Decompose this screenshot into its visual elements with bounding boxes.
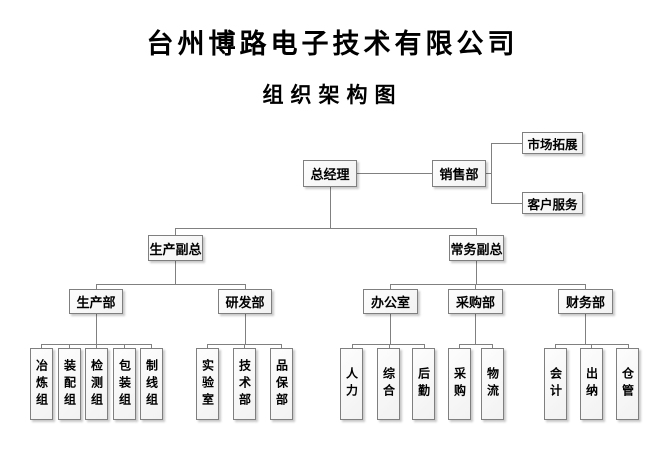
node-executive-vp: 常务副总 [449,235,504,261]
node-general-manager: 总经理 [303,160,357,187]
connector-line [585,284,586,289]
connector-line [245,284,246,289]
node-production-vp: 生产副总 [148,235,203,261]
connector-line [459,344,493,345]
connector-line [486,173,492,174]
connector-line [352,344,353,349]
node-sales-dept: 销售部 [432,160,486,187]
node-customer-service: 客户服务 [522,192,583,214]
connector-line [96,314,97,344]
connector-line [555,344,556,349]
connector-line [281,344,282,349]
node-procurement: 采购 [448,348,471,420]
chart-title: 台州博路电子技术有限公司 [146,29,519,59]
connector-line [459,344,460,349]
node-human-resources: 人力 [340,348,363,420]
connector-line [491,143,522,144]
connector-line [628,344,629,349]
connector-line [207,344,208,349]
node-logistics: 物流 [481,348,504,420]
node-quality-dept: 品保部 [270,348,293,420]
connector-line [476,261,477,284]
node-assembly-group: 装配组 [58,348,81,420]
node-packaging-group: 包装组 [113,348,136,420]
connector-line [352,344,425,345]
connector-line [245,314,246,344]
connector-line [151,344,152,349]
connector-line [555,344,629,345]
connector-line [424,344,425,349]
connector-line [175,261,176,284]
connector-line [175,228,477,229]
node-production-dept: 生产部 [69,289,123,314]
node-warehouse: 仓管 [616,348,639,420]
node-wiremaking-group: 制线组 [140,348,163,420]
node-purchasing-dept: 采购部 [448,289,503,314]
connector-line [475,284,476,289]
connector-line [475,314,476,344]
connector-line [175,228,176,235]
node-cashier: 出纳 [580,348,603,420]
connector-line [96,284,97,289]
connector-line [390,284,586,285]
node-office: 办公室 [363,289,418,314]
connector-line [492,344,493,349]
node-testing-group: 检测组 [85,348,108,420]
connector-line [585,314,586,344]
connector-line [491,203,522,204]
connector-line [124,344,125,349]
node-technology-dept: 技术部 [233,348,256,420]
connector-line [96,344,97,349]
node-laboratory: 实验室 [196,348,219,420]
connector-line [357,173,432,174]
node-general-affairs: 综合 [377,348,400,420]
connector-line [591,344,592,349]
connector-line [244,344,245,349]
chart-subtitle: 组织架构图 [262,83,403,107]
node-accounting: 会计 [544,348,567,420]
node-smelting-group: 冶炼组 [30,348,53,420]
connector-line [69,344,70,349]
node-market-expansion: 市场拓展 [522,132,583,154]
connector-line [390,314,391,344]
node-rd-dept: 研发部 [218,289,272,314]
connector-line [390,284,391,289]
connector-line [389,344,390,349]
node-logistics-support: 后勤 [412,348,435,420]
node-finance-dept: 财务部 [558,289,613,314]
connector-line [491,143,492,204]
connector-line [41,344,42,349]
connector-line [96,284,246,285]
connector-line [476,228,477,235]
connector-line [330,187,331,228]
